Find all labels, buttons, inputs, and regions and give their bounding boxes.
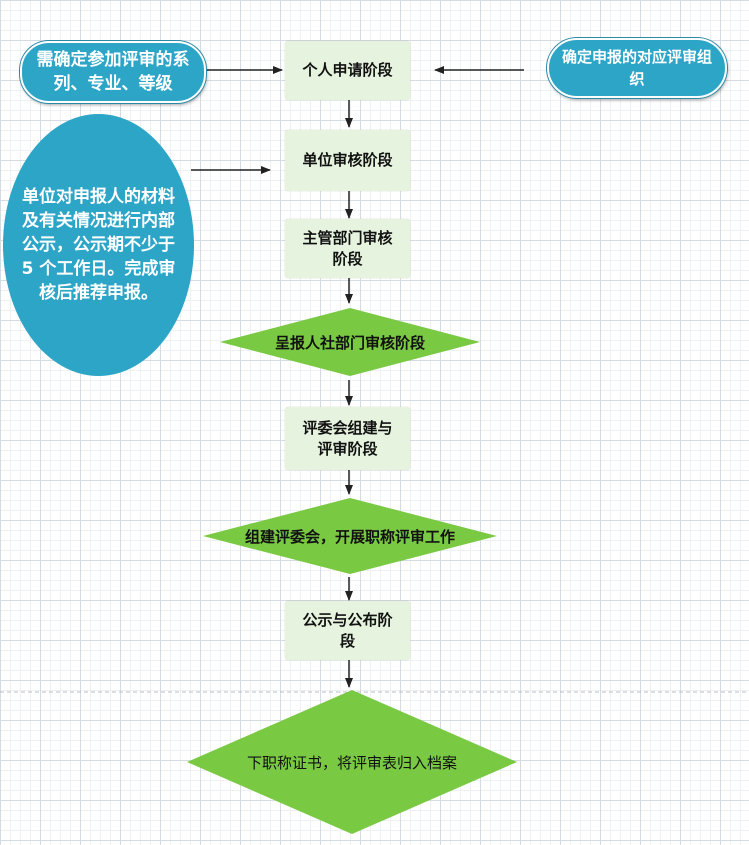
note-series-major-level: 需确定参加评审的系列、专业、等级 — [20, 41, 206, 103]
note-review-organization: 确定申报的对应评审组织 — [547, 38, 727, 98]
step-committee-formation: 评委会组建与评审阶段 — [285, 407, 410, 470]
step-unit-review: 单位审核阶段 — [285, 130, 410, 191]
diamond-s4-shape — [220, 308, 480, 376]
step-issue-certificate: 下职称证书，将评审表归入档案 — [246, 753, 457, 772]
step-publicity-announcement: 公示与公布阶段 — [285, 601, 410, 660]
step-title-evaluation: 组建评委会，开展职称评审工作 — [244, 527, 455, 546]
diamond-s8-shape — [187, 690, 517, 834]
diamond-s6-shape — [203, 498, 497, 574]
step-personal-application: 个人申请阶段 — [285, 41, 410, 100]
step-department-review: 主管部门审核阶段 — [285, 219, 410, 278]
note-internal-publicity: 单位对申报人的材料及有关情况进行内部公示，公示期不少于 5 个工作日。完成审核后… — [3, 114, 194, 376]
step-hrss-review: 呈报人社部门审核阶段 — [274, 333, 425, 352]
